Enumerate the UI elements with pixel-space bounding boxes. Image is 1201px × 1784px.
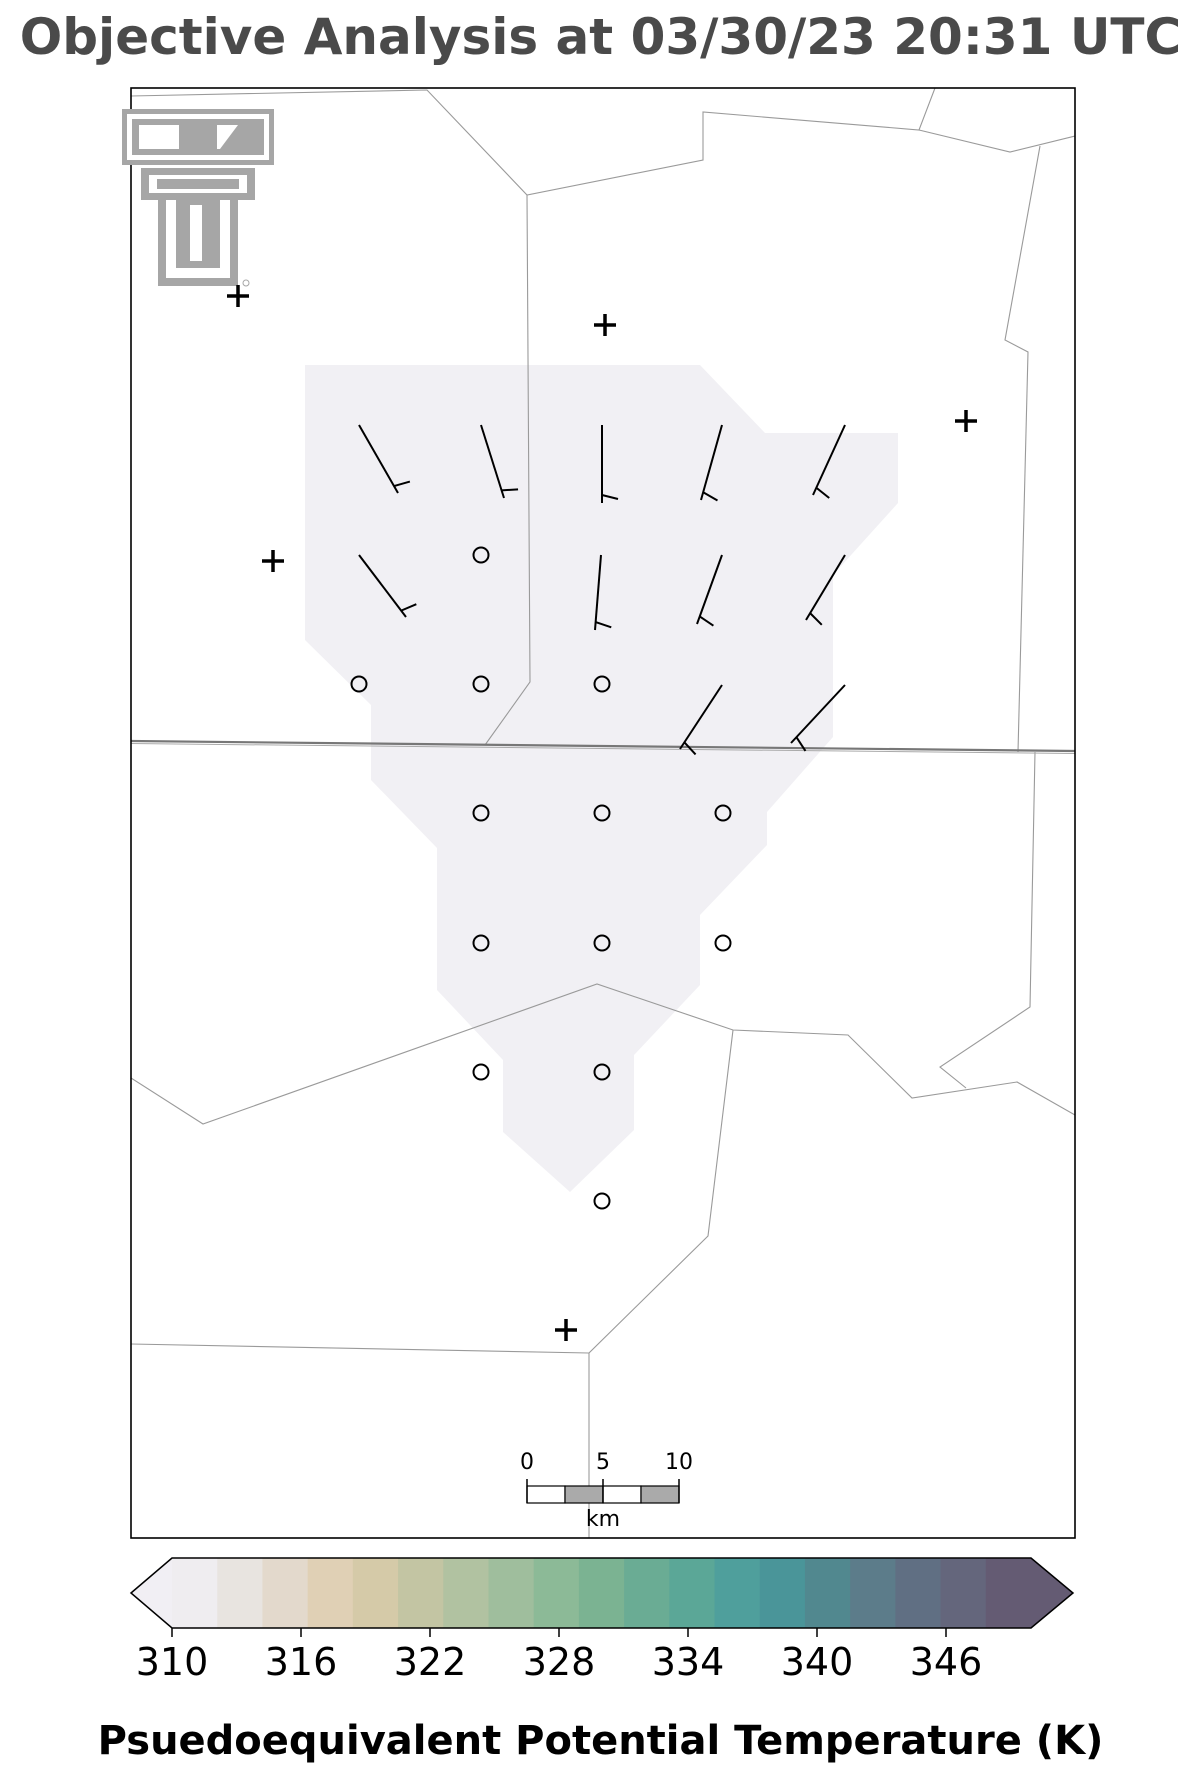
colorbar-segment: [578, 1558, 625, 1628]
colorbar-segment: [759, 1558, 806, 1628]
map-title: Objective Analysis at 03/30/23 20:31 UTC: [19, 8, 1182, 66]
colorbar-title: Psuedoequivalent Potential Temperature (…: [97, 1718, 1104, 1764]
station-plot-layer: [227, 285, 977, 1341]
wind-barb: [812, 424, 846, 499]
colorbar-segment: [352, 1558, 399, 1628]
scale-bar: [526, 1479, 680, 1504]
wind-barb: [358, 424, 411, 494]
calm-wind-station: [472, 546, 490, 564]
calm-wind-station: [472, 1063, 490, 1081]
wind-barb: [700, 424, 723, 502]
state-boundary: [130, 739, 1076, 753]
county-boundaries: [131, 88, 1075, 1538]
map-frame: [130, 87, 1076, 1539]
wind-barb: [480, 424, 519, 499]
colorbar-segment: [172, 1558, 218, 1628]
calm-wind-station: [593, 934, 611, 952]
wind-barb: [790, 684, 846, 752]
calm-wind-station: [593, 675, 611, 693]
wind-barb: [805, 554, 846, 626]
colorbar-under-arrow: [131, 1558, 172, 1628]
calm-wind-station: [593, 1063, 611, 1081]
missing-station-marker: [555, 1319, 577, 1341]
colorbar-segment: [940, 1558, 987, 1628]
colorbar-segment: [624, 1558, 670, 1628]
colorbar-tick-label: 322: [393, 1640, 467, 1684]
colorbar-segment: [895, 1558, 942, 1628]
colorbar-segment: [669, 1558, 716, 1628]
colorbar-segment: [714, 1558, 761, 1628]
wind-barb: [679, 684, 723, 756]
wind-barb: [601, 425, 619, 503]
colorbar-segment: [850, 1558, 896, 1628]
colorbar-over-arrow: [1031, 1558, 1073, 1628]
wind-barb: [594, 554, 612, 631]
wind-barb: [358, 554, 417, 618]
colorbar-segment: [443, 1558, 490, 1628]
missing-station-marker: [955, 410, 977, 432]
scale-unit: km: [585, 1507, 621, 1532]
scale-tick-0: 0: [520, 1450, 534, 1475]
calm-wind-station: [350, 675, 368, 693]
colorbar-segment: [804, 1558, 851, 1628]
colorbar: [129, 1557, 1075, 1637]
colorbar-segment: [307, 1558, 354, 1628]
missing-station-marker: [594, 314, 616, 336]
colorbar-segment: [262, 1558, 309, 1628]
colorbar-tick-label: 340: [780, 1640, 854, 1684]
scale-tick-10: 10: [665, 1450, 693, 1475]
double-t-logo-icon: [122, 109, 274, 287]
colorbar-tick-label: 346: [909, 1640, 983, 1684]
colorbar-segment: [985, 1558, 1032, 1628]
calm-wind-station: [472, 675, 490, 693]
calm-wind-station: [472, 804, 490, 822]
colorbar-tick-label: 334: [651, 1640, 725, 1684]
colorbar-tick-label: 310: [135, 1640, 209, 1684]
missing-station-marker: [227, 285, 249, 307]
missing-station-marker: [262, 550, 284, 572]
calm-wind-station: [714, 804, 732, 822]
calm-wind-station: [593, 804, 611, 822]
calm-wind-station: [714, 934, 732, 952]
scale-tick-5: 5: [596, 1450, 610, 1475]
colorbar-segment: [533, 1558, 580, 1628]
calm-wind-station: [593, 1192, 611, 1210]
wind-barb: [696, 554, 723, 627]
colorbar-segment: [398, 1558, 444, 1628]
theta-e-field: [305, 365, 898, 1192]
colorbar-segment: [217, 1558, 264, 1628]
calm-wind-station: [472, 934, 490, 952]
colorbar-tick-label: 316: [264, 1640, 338, 1684]
colorbar-segment: [488, 1558, 535, 1628]
colorbar-tick-label: 328: [522, 1640, 596, 1684]
